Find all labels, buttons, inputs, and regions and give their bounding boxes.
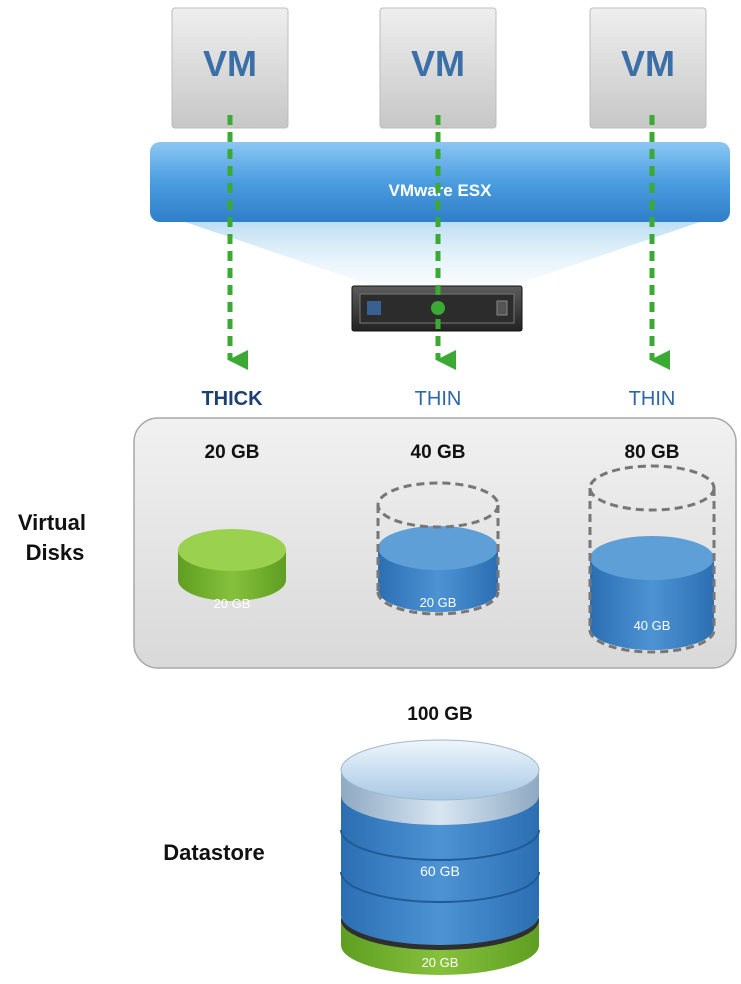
disk-provisioned-size: 80 GB <box>625 442 680 463</box>
virtual-disks-title: Virtual Disks <box>18 510 92 565</box>
thick-disk: 20 GB <box>178 529 286 611</box>
disk-type-thin: THIN <box>415 388 462 410</box>
datastore-segment-label: 60 GB <box>420 863 460 879</box>
thin-disk-40: 20 GB <box>376 481 500 616</box>
disk-type-thick: THICK <box>201 388 263 410</box>
datastore-segment-label: 20 GB <box>422 955 459 970</box>
disk-used-size: 20 GB <box>420 595 457 610</box>
vm-label: VM <box>411 43 465 84</box>
virtual-disks-title-line2: Disks <box>26 540 85 565</box>
vm-label: VM <box>203 43 257 84</box>
virtual-disks-title-line1: Virtual <box>18 510 86 535</box>
esx-bar: VMware ESX <box>150 142 730 222</box>
datastore-capacity: 100 GB <box>407 704 472 725</box>
disk-used-size: 20 GB <box>214 596 251 611</box>
vm-label: VM <box>621 43 675 84</box>
disk-provisioned-size: 40 GB <box>411 442 466 463</box>
datastore-cylinder: 60 GB 20 GB <box>340 739 540 975</box>
thin-disk-80: 40 GB <box>588 464 716 654</box>
disk-type-thin: THIN <box>629 388 676 410</box>
disk-provisioned-size: 20 GB <box>205 442 260 463</box>
vm-box-3: VM <box>589 7 707 129</box>
vm-box-2: VM <box>379 7 497 129</box>
esx-projection <box>185 222 700 290</box>
vm-box-1: VM <box>171 7 289 129</box>
disk-used-size: 40 GB <box>634 618 671 633</box>
datastore-title: Datastore <box>163 840 264 865</box>
